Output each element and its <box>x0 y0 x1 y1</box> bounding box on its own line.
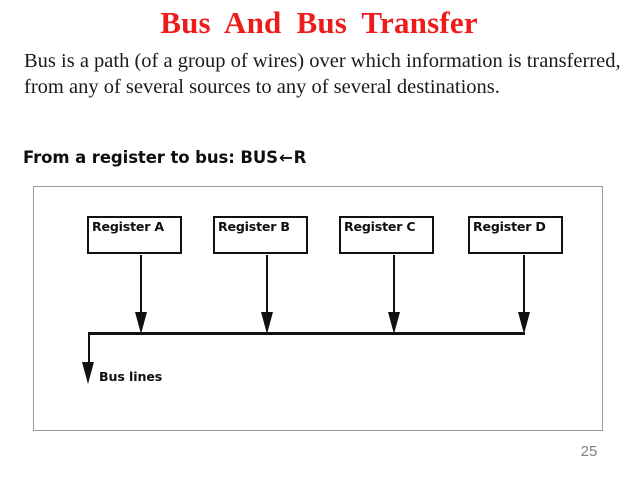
slide-number: 25 <box>580 443 598 460</box>
register-box-c: Register C <box>339 216 434 254</box>
bus-line-arrow-head-icon <box>82 362 94 384</box>
connector-arrow-a <box>135 255 148 334</box>
left-arrow-icon: ← <box>278 148 293 167</box>
arrow-head-icon <box>261 312 273 334</box>
connector-arrow-d <box>518 255 531 334</box>
register-box-d: Register D <box>468 216 563 254</box>
connector-arrow-b <box>261 255 274 334</box>
arrow-shaft <box>266 255 268 315</box>
sub-heading: From a register to bus: BUS←R <box>23 148 306 168</box>
bus-line-horizontal <box>88 332 525 335</box>
body-paragraph: Bus is a path (of a group of wires) over… <box>24 50 621 98</box>
register-label: Register D <box>473 219 546 234</box>
arrow-shaft <box>140 255 142 315</box>
register-label: Register C <box>344 219 416 234</box>
register-label: Register A <box>92 219 164 234</box>
arrow-head-icon <box>518 312 530 334</box>
arrow-shaft <box>523 255 525 315</box>
sub-heading-prefix: From a register to bus: BUS <box>23 148 278 167</box>
arrow-head-icon <box>135 312 147 334</box>
arrow-shaft <box>393 255 395 315</box>
connector-arrow-c <box>388 255 401 334</box>
page-title: Bus And Bus Transfer <box>160 5 478 40</box>
register-box-b: Register B <box>213 216 308 254</box>
bus-lines-label: Bus lines <box>99 369 163 384</box>
register-label: Register B <box>218 219 290 234</box>
arrow-head-icon <box>388 312 400 334</box>
bus-line-vertical <box>88 332 90 368</box>
register-box-a: Register A <box>87 216 182 254</box>
sub-heading-suffix: R <box>293 148 307 167</box>
